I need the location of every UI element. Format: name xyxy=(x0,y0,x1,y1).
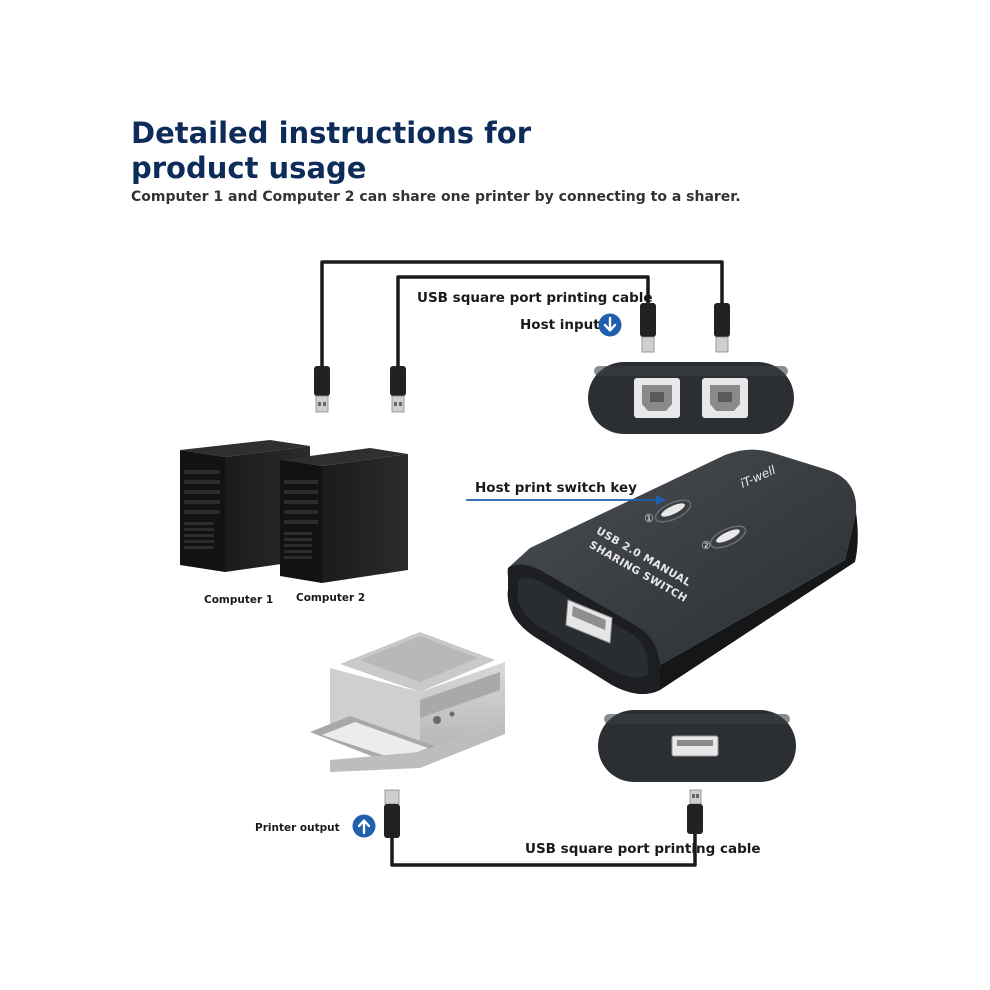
cable-computer-1 xyxy=(320,260,724,368)
switch-key-pointer-head xyxy=(656,495,666,505)
usb-b-plug-2 xyxy=(714,303,730,353)
label-computer-2: Computer 2 xyxy=(296,592,366,604)
switch-back-panel xyxy=(588,362,794,434)
label-usb-cable-bottom: USB square port printing cable xyxy=(525,841,761,857)
label-host-print-switch-key: Host print switch key xyxy=(475,480,637,496)
usb-a-plug-computer-1 xyxy=(314,366,330,413)
usb-b-plug-1 xyxy=(640,303,656,353)
device-button-1-label: ① xyxy=(644,512,654,525)
bottom-cable xyxy=(390,830,697,867)
switch-button-2 xyxy=(709,525,747,549)
label-computer-1: Computer 1 xyxy=(204,594,274,606)
top-cables xyxy=(320,260,724,368)
usb-a-port-front xyxy=(565,599,613,644)
sharing-switch xyxy=(507,449,858,694)
usb-a-plug-computer-2 xyxy=(390,366,406,413)
title-line-2: product usage xyxy=(131,151,367,185)
switch-output-panel xyxy=(598,710,796,782)
title-line-1: Detailed instructions for xyxy=(131,116,531,150)
label-usb-cable-top: USB square port printing cable xyxy=(417,290,653,306)
page-subtitle: Computer 1 and Computer 2 can share one … xyxy=(131,189,741,205)
usb-b-plug-printer xyxy=(384,789,400,838)
arrow-up-circle-icon xyxy=(352,814,376,838)
arrow-down-circle-icon xyxy=(598,313,622,337)
cable-computer-2 xyxy=(396,275,650,368)
switch-button-1 xyxy=(654,499,692,523)
page-title: Detailed instructions for product usage xyxy=(131,116,531,186)
label-host-input: Host input xyxy=(520,317,600,333)
label-printer-output: Printer output xyxy=(255,822,340,834)
usb-a-plug-switch xyxy=(687,789,703,834)
printer xyxy=(310,632,505,772)
device-button-2-label: ② xyxy=(701,539,711,552)
usb-b-port-2 xyxy=(702,378,748,418)
usb-a-port-output xyxy=(671,735,719,757)
usb-b-port-1 xyxy=(634,378,680,418)
computer-2-tower xyxy=(280,448,408,583)
